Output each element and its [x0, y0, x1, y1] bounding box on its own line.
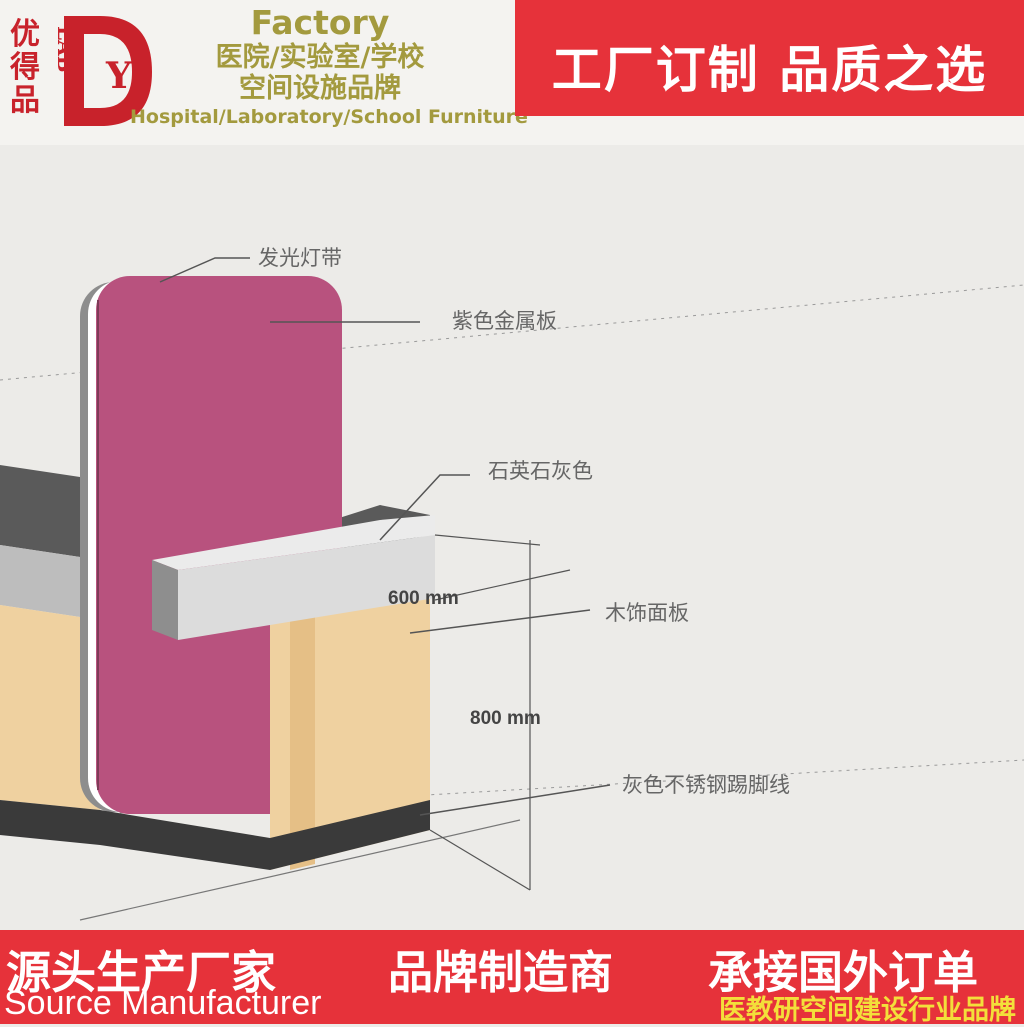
leader-wood — [409, 609, 591, 634]
desk-left-top — [0, 465, 100, 560]
brand-logo-icon: Y LAB — [53, 16, 152, 126]
leader-kick — [419, 784, 611, 816]
dim-height: 800 mm — [470, 708, 541, 729]
dim-ext-line — [434, 569, 571, 601]
brand-cn-line2: 空间设施品牌 — [239, 73, 401, 104]
header-banner: 优得品 Y LAB Factory 医院/实验室/学校 空间设施品牌 Hospi… — [0, 0, 1024, 145]
guide-line — [79, 819, 521, 921]
dim-depth: 600 mm — [388, 588, 459, 609]
leader-led — [159, 257, 250, 283]
slogan-panel: 工厂订制 品质之选 — [515, 0, 1024, 116]
logo-letter-y: Y — [105, 55, 133, 97]
desk-wood-seam — [290, 606, 315, 870]
desk-left-counter — [0, 545, 100, 620]
footer-slogan-1: 源头生产厂家 — [6, 946, 277, 999]
reception-desk-diagram: 发光灯带 紫色金属板 石英石灰色 木饰面板 灰色不锈钢踢脚线 600 mm 80… — [0, 246, 1024, 921]
footer-slogans: 源头生产厂家 品牌制造商 承接国外订单 — [0, 936, 1024, 999]
label-kick: 灰色不锈钢踢脚线 — [622, 773, 790, 797]
brand-block: Factory 医院/实验室/学校 空间设施品牌 Hospital/Labora… — [130, 3, 528, 130]
brand-factory: Factory — [250, 3, 390, 42]
footer-english: Source Manufacturer — [4, 984, 322, 1022]
leader-quartz — [379, 474, 470, 541]
label-purple: 紫色金属板 — [452, 309, 557, 333]
quartz-side — [152, 560, 178, 640]
quartz-top — [152, 515, 435, 570]
label-led: 发光灯带 — [258, 246, 342, 270]
footer-slogan-3: 承接国外订单 — [708, 946, 979, 999]
guide-line — [0, 284, 1024, 381]
quartz-front — [178, 535, 435, 640]
brand-english: Hospital/Laboratory/School Furniture — [130, 106, 528, 128]
footer-industry-tag: 医教研空间建设行业品牌 — [719, 995, 1016, 1026]
slogan-text: 工厂订制 品质之选 — [551, 41, 988, 99]
label-wood: 木饰面板 — [605, 601, 689, 625]
desk-left-kick — [0, 800, 100, 845]
desk-left-wood — [0, 605, 100, 810]
brand-cn-line1: 医院/实验室/学校 — [215, 42, 425, 73]
footer-slogan-2: 品牌制造商 — [388, 946, 614, 999]
label-quartz: 石英石灰色 — [488, 459, 593, 483]
desk-steel-kick-front — [100, 810, 270, 870]
footer-banner: 源头生产厂家 品牌制造商 承接国外订单 Source Manufacturer … — [0, 930, 1024, 1026]
logo-lab-text: LAB — [53, 26, 77, 72]
dim-ext-line — [429, 829, 531, 891]
logo-chinese-name: 优得品 — [10, 17, 40, 118]
dim-ext-line — [434, 534, 541, 546]
desk-steel-kick — [270, 800, 430, 870]
